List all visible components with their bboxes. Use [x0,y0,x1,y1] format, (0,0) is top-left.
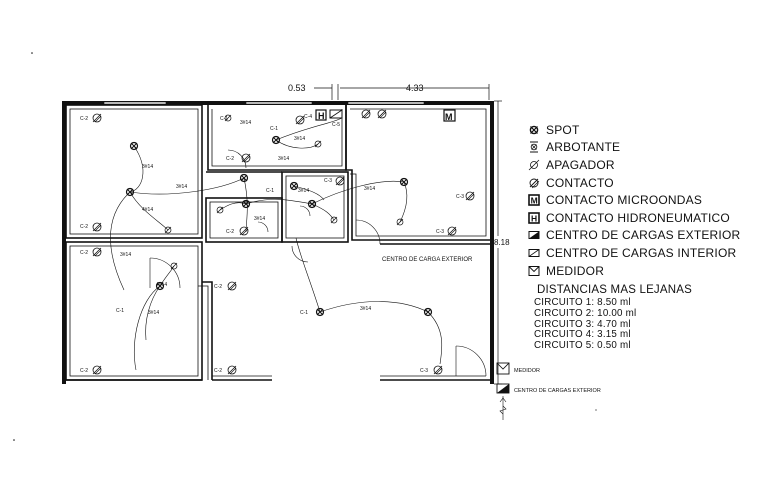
svg-text:C-2: C-2 [80,116,88,122]
contacto-microondas-icon: M [528,194,540,206]
svg-text:3#14: 3#14 [120,252,131,258]
plan-medidor [496,362,510,375]
svg-text:C-2: C-2 [80,224,88,230]
arbotante-icon [530,141,538,153]
contacto-hidroneumatico-icon: H [528,211,540,224]
legend-label: CONTACTO [546,175,614,190]
plan-circuit-labels: C-2 C-2 C-2 C-2 C-2 C-2 C-2 C-2 C-3 C-3 … [80,114,464,374]
svg-text:4#14: 4#14 [156,282,167,288]
svg-text:M: M [531,196,538,206]
dimension-width-left: 0.53 [288,83,306,93]
svg-text:C-1: C-1 [220,116,228,122]
legend-label: CONTACTO MICROONDAS [546,193,703,208]
plan-wire-labels: 3#14 3#14 4#14 3#14 3#14 3#14 3#14 3#14 … [120,120,375,316]
legend-row-contacto: CONTACTO [528,174,763,192]
plan-contacto-microondas: M [443,109,456,122]
svg-text:C-1: C-1 [300,310,308,316]
symbol-legend: SPOT ARBOTANTE APAGADOR CONTACTO M CONTA… [528,121,763,279]
medidor-icon [528,265,540,276]
centro-cargas-interior-icon [528,248,540,257]
svg-text:M: M [445,112,453,122]
svg-text:C-3: C-3 [420,368,428,374]
legend-label: APAGADOR [546,157,615,172]
distance-row-circuito-3: CIRCUITO 3: 4.70 ml [534,318,631,330]
walls [62,101,494,384]
apagador-icon [528,159,540,171]
svg-text:C-5: C-5 [332,122,340,128]
svg-text:C-2: C-2 [80,368,88,374]
legend-row-arbotante: ARBOTANTE [528,139,763,157]
spot-icon [529,125,539,135]
legend-row-centro-cargas-interior: CENTRO DE CARGAS INTERIOR [528,244,763,262]
legend-label: ARBOTANTE [546,140,621,155]
spot-symbols [125,135,433,317]
distance-row-circuito-1: CIRCUITO 1: 8.50 ml [534,297,631,308]
svg-text:C-2: C-2 [226,229,234,235]
svg-text:C-1: C-1 [266,188,274,194]
svg-text:C-2: C-2 [214,368,222,374]
svg-text:3#14: 3#14 [176,184,187,190]
svg-text:3#14: 3#14 [294,136,305,142]
svg-text:C-1: C-1 [116,308,124,314]
svg-text:H: H [531,213,537,223]
apagador-symbols [164,114,404,270]
distance-row-circuito-2: CIRCUITO 2: 10.00 ml [534,307,637,319]
svg-text:C-4: C-4 [304,114,312,120]
svg-text:C-2: C-2 [226,156,234,162]
svg-text:3#14: 3#14 [298,188,309,194]
legend-row-apagador: APAGADOR [528,156,763,174]
svg-text:C-1: C-1 [270,126,278,132]
dimension-lines [314,84,502,385]
svg-text:3#14: 3#14 [240,120,251,126]
plan-centro-cargas-exterior [496,383,510,420]
svg-text:C-2: C-2 [214,284,222,290]
svg-text:C-3: C-3 [324,178,332,184]
svg-text:4#14: 4#14 [142,207,153,213]
legend-label: CENTRO DE CARGAS EXTERIOR [546,228,741,243]
label-centro-carga-exterior: CENTRO DE CARGA EXTERIOR [382,257,473,263]
distance-row-circuito-5: CIRCUITO 5: 0.50 ml [534,340,631,352]
svg-text:C-3: C-3 [436,229,444,235]
legend-row-contacto-microondas: M CONTACTO MICROONDAS [528,191,763,209]
contacto-icon [529,178,540,188]
wiring [110,117,443,371]
svg-text:C-2: C-2 [80,250,88,256]
label-medidor: MEDIDOR [514,368,540,374]
plan-contacto-hidroneumatico: H [315,109,327,121]
dimension-width-right: 4.33 [406,83,424,93]
svg-text:3#14: 3#14 [254,216,265,222]
legend-row-centro-cargas-exterior: CENTRO DE CARGAS EXTERIOR [528,227,763,245]
label-centro-cargas-exterior: CENTRO DE CARGAS EXTERIOR [514,388,601,394]
svg-text:3#14: 3#14 [142,164,153,170]
svg-text:C-3: C-3 [456,194,464,200]
svg-text:3#14: 3#14 [148,310,159,316]
legend-label: SPOT [546,122,580,137]
centro-cargas-exterior-icon [528,231,540,240]
legend-row-medidor: MEDIDOR [528,262,763,280]
distances-title: DISTANCIAS MAS LEJANAS [537,284,693,296]
legend-label: CONTACTO HIDRONEUMATICO [546,210,730,225]
svg-text:3#14: 3#14 [278,156,289,162]
legend-label: MEDIDOR [546,263,605,278]
svg-text:3#14: 3#14 [364,186,375,192]
distances-block: DISTANCIAS MAS LEJANAS CIRCUITO 1: 8.50 … [534,284,692,352]
plan-centro-cargas-interior [329,109,343,119]
svg-text:H: H [318,111,325,121]
dimension-height-right: 8.18 [494,238,510,247]
legend-row-contacto-hidroneumatico: H CONTACTO HIDRONEUMATICO [528,209,763,227]
legend-row-spot: SPOT [528,121,763,139]
svg-text:3#14: 3#14 [360,306,371,312]
distance-row-circuito-4: CIRCUITO 4: 3.15 ml [534,329,631,341]
legend-label: CENTRO DE CARGAS INTERIOR [546,245,737,260]
